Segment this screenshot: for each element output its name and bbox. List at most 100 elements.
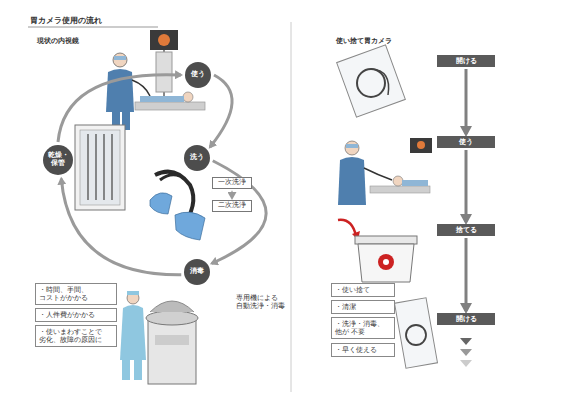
cycle-arrow [212, 161, 266, 264]
illustration-part [106, 69, 134, 112]
flow-arrow [231, 191, 232, 198]
illustration-part [383, 259, 389, 265]
illustration-part [175, 212, 205, 240]
step-bar: 開ける [437, 313, 495, 325]
section-heading: 現状の内視鏡 [37, 37, 137, 46]
illustration-part [345, 141, 359, 155]
illustration-part [460, 360, 472, 367]
illustration-part [357, 69, 385, 97]
node-text: 使う [459, 137, 473, 147]
illustration-part [355, 236, 417, 244]
illustration-part [28, 27, 158, 28]
node-text: ・使い捨て [335, 286, 391, 294]
node-text: 開ける [456, 56, 477, 66]
illustration-part [80, 130, 120, 205]
illustration-part [75, 125, 125, 210]
node-text: ・時間、手間、 コストがかかる [39, 286, 113, 302]
note-box: ・使い捨て [331, 283, 395, 297]
illustration-part [103, 134, 104, 200]
illustration-part [111, 134, 112, 200]
illustration-part [364, 168, 392, 180]
flow-arrow [465, 150, 468, 222]
cycle-arrow [58, 75, 181, 142]
node-text: 洗う [190, 154, 204, 162]
node-text: 開ける [456, 314, 477, 324]
illustration-part [87, 134, 88, 200]
illustration-part [370, 186, 430, 193]
disposal-bin-illustration [338, 220, 417, 282]
flow-arrow [465, 238, 468, 311]
node-text: 捨てる [456, 225, 477, 235]
illustration-part [460, 349, 472, 356]
illustration-part [132, 80, 150, 96]
note-box: ・洗浄・消毒、他が 不要 [331, 317, 395, 339]
note-box: ・時間、手間、 コストがかかる [35, 283, 117, 305]
illustration-part [417, 141, 425, 149]
package-illustration [395, 298, 438, 369]
illustration-part [460, 338, 472, 345]
illustration-part [95, 134, 96, 200]
section-heading: 使い捨て胃カメラ [336, 37, 436, 46]
step-circle: 洗う [184, 145, 210, 171]
illustration-part [406, 325, 426, 345]
node-text: 消毒 [190, 268, 204, 276]
illustration-part [127, 292, 139, 304]
illustration-part [122, 360, 130, 380]
node-text: ・使いまわすことで 劣化、故障の原因に [39, 328, 113, 344]
label-text: 専用機による 自動洗浄・消毒 [236, 294, 288, 311]
illustration-part [127, 291, 139, 295]
node-text: 一次洗浄 [215, 179, 249, 187]
flow-arrow [465, 69, 468, 134]
node-text: ・洗浄・消毒、他が 不要 [335, 320, 391, 336]
frame-lines [28, 22, 291, 392]
step-circle: 消毒 [184, 259, 210, 285]
disinfection-machine-illustration [120, 291, 198, 384]
illustration-part [346, 144, 358, 148]
label-text: 使い捨て胃カメラ [336, 37, 436, 46]
title-text: 胃カメラ使用の流れ [30, 15, 102, 26]
illustration-part [371, 69, 389, 95]
note-box: ・早く使える [331, 343, 395, 357]
cycle-arrow [61, 179, 181, 275]
step-bar: 開ける [437, 55, 495, 67]
illustration-part [402, 180, 428, 186]
step-bar: 捨てる [437, 224, 495, 236]
illustration-part [291, 22, 292, 392]
illustration-part [337, 45, 406, 117]
washing-hands-illustration [150, 172, 205, 240]
illustration-part [358, 244, 414, 282]
illustration-part [338, 157, 366, 205]
step-circle: 使う [185, 62, 211, 88]
cycle-arrow [210, 75, 232, 147]
illustration-part [395, 298, 438, 369]
note-box: ・使いまわすことで 劣化、故障の原因に [35, 325, 117, 347]
illustration-part [113, 53, 127, 67]
step-circle: 乾燥・ 保管 [43, 145, 73, 175]
process-box: 一次洗浄 [212, 177, 252, 189]
note-box: ・人件費がかかる [35, 308, 117, 322]
illustration-part [378, 254, 394, 270]
disposable-use-illustration [338, 138, 432, 205]
illustration-part [114, 56, 126, 60]
illustration-part [158, 34, 170, 46]
illustration-part [135, 102, 205, 110]
node-text: ・人件費がかかる [39, 311, 113, 319]
illustration-part [134, 360, 142, 380]
process-box: 二次洗浄 [212, 200, 252, 212]
illustration-part [155, 335, 189, 345]
illustration-part [150, 301, 194, 312]
diagram-title: 胃カメラ使用の流れ [30, 15, 102, 26]
label-text: 現状の内視鏡 [37, 37, 137, 46]
continue-triangles [460, 338, 472, 367]
node-text: ・清潔 [335, 303, 391, 311]
illustration-part [150, 193, 172, 214]
node-text: ・早く使える [335, 346, 391, 354]
illustration-part [156, 52, 172, 92]
note-label: 専用機による 自動洗浄・消毒 [236, 294, 288, 311]
storage-cabinet-illustration [75, 125, 125, 210]
illustration-part [393, 176, 403, 186]
illustration-part [410, 138, 432, 153]
illustration-part [150, 30, 178, 50]
node-text: 使う [191, 71, 205, 79]
illustration-part [140, 96, 184, 102]
